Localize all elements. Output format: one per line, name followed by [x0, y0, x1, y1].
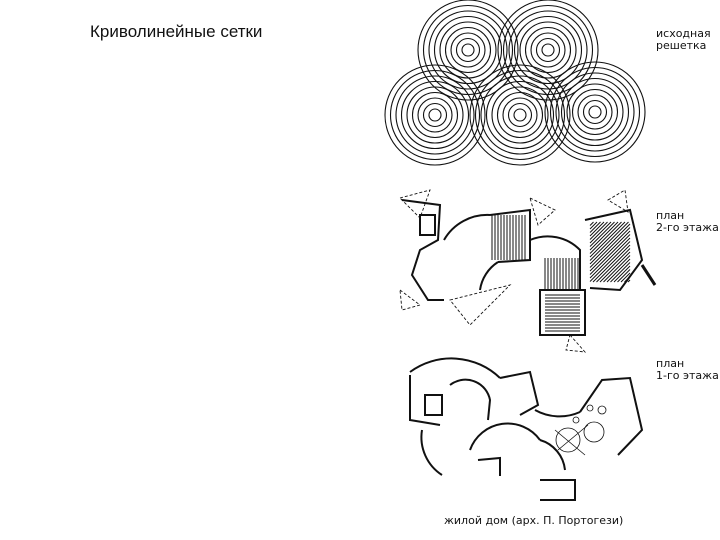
grid-ring: [395, 75, 475, 155]
grid-ring: [400, 80, 470, 150]
grid-ring: [496, 91, 544, 139]
hatch-line: [589, 221, 626, 258]
caption-plan-2: план 2-го этажа: [656, 210, 719, 234]
hatch-line: [589, 223, 631, 265]
grid-ring: [513, 15, 583, 85]
hatch-line: [589, 221, 605, 237]
hatch-line: [592, 244, 631, 283]
architectural-figure: исходная решетка план 2-го этажа план 1-…: [380, 0, 720, 540]
hatch-line: [589, 221, 594, 226]
grid-ring: [549, 66, 641, 158]
plan-first-floor-detail: [554, 404, 607, 456]
caption-plan-1: план 1-го этажа: [656, 358, 719, 382]
hatch-line: [589, 234, 631, 275]
hatch-line: [589, 221, 622, 254]
caption-grid-line2: решетка: [656, 39, 707, 52]
hatch-line: [589, 221, 608, 240]
grid-ring: [389, 69, 481, 161]
hatch-line: [589, 221, 612, 244]
hatch-line: [627, 279, 631, 283]
caption-grid: исходная решетка: [656, 28, 711, 52]
hatch-line: [620, 272, 631, 283]
grid-ring: [439, 21, 497, 79]
grid-ring: [428, 108, 442, 122]
concentric-ring-grid: [384, 0, 646, 166]
caption-plan-1-line2: 1-го этажа: [656, 369, 719, 382]
hatch-line: [603, 255, 631, 283]
hatch-line: [589, 230, 631, 272]
grid-ring: [571, 88, 619, 136]
grid-ring: [577, 94, 613, 130]
grid-ring: [480, 75, 560, 155]
grid-ring: [491, 86, 549, 144]
grid-ring: [530, 32, 566, 68]
grid-ring: [508, 10, 588, 90]
grid-ring: [406, 86, 464, 144]
hatch-line: [589, 221, 629, 261]
plan-second-floor: [401, 199, 657, 336]
grid-ring: [417, 97, 453, 133]
hatch-line: [613, 265, 631, 283]
grid-ring: [417, 0, 519, 101]
hatch-line: [589, 241, 631, 282]
figure-footer-caption: жилой дом (арх. П. Портогези): [444, 514, 624, 527]
caption-plan-2-line2: 2-го этажа: [656, 221, 719, 234]
hatch-line: [606, 258, 631, 283]
grid-ring: [535, 37, 561, 63]
grid-ring: [428, 10, 508, 90]
grid-ring: [497, 0, 599, 101]
hatch-line: [624, 276, 631, 283]
hatch-line: [617, 269, 631, 283]
grid-ring: [582, 99, 608, 125]
grid-ring: [474, 69, 566, 161]
grid-ring: [469, 64, 571, 166]
plan-second-floor-triangles: [399, 189, 629, 353]
hatch-line: [589, 227, 631, 268]
hatch-line: [596, 248, 631, 283]
grid-ring: [588, 105, 602, 119]
hatch-line: [589, 221, 615, 247]
grid-ring: [455, 37, 481, 63]
grid-ring: [544, 61, 646, 163]
caption-grid-line1: исходная: [656, 27, 711, 40]
grid-ring: [502, 97, 538, 133]
grid-ring: [560, 77, 630, 147]
grid-ring: [566, 83, 624, 141]
grid-ring: [411, 91, 459, 139]
grid-ring: [485, 80, 555, 150]
grid-ring: [444, 26, 492, 74]
grid-ring: [541, 43, 555, 57]
caption-plan-2-line1: план: [656, 209, 685, 222]
grid-ring: [507, 102, 533, 128]
grid-ring: [433, 15, 503, 85]
plan-second-floor-hatching: [491, 215, 631, 332]
grid-ring: [461, 43, 475, 57]
grid-ring: [513, 108, 527, 122]
grid-ring: [555, 72, 635, 152]
hatch-line: [589, 221, 601, 233]
hatch-line: [589, 237, 631, 279]
grid-ring: [524, 26, 572, 74]
plan-first-floor: [409, 357, 644, 501]
hatch-line: [589, 221, 598, 230]
hatch-line: [589, 221, 619, 251]
hatch-line: [599, 251, 631, 283]
slide-title: Криволинейные сетки: [90, 22, 263, 41]
hatch-line: [610, 262, 631, 283]
drawing-svg: [384, 0, 657, 501]
grid-ring: [422, 102, 448, 128]
caption-plan-1-line1: план: [656, 357, 685, 370]
grid-ring: [384, 64, 486, 166]
grid-ring: [450, 32, 486, 68]
grid-ring: [519, 21, 577, 79]
